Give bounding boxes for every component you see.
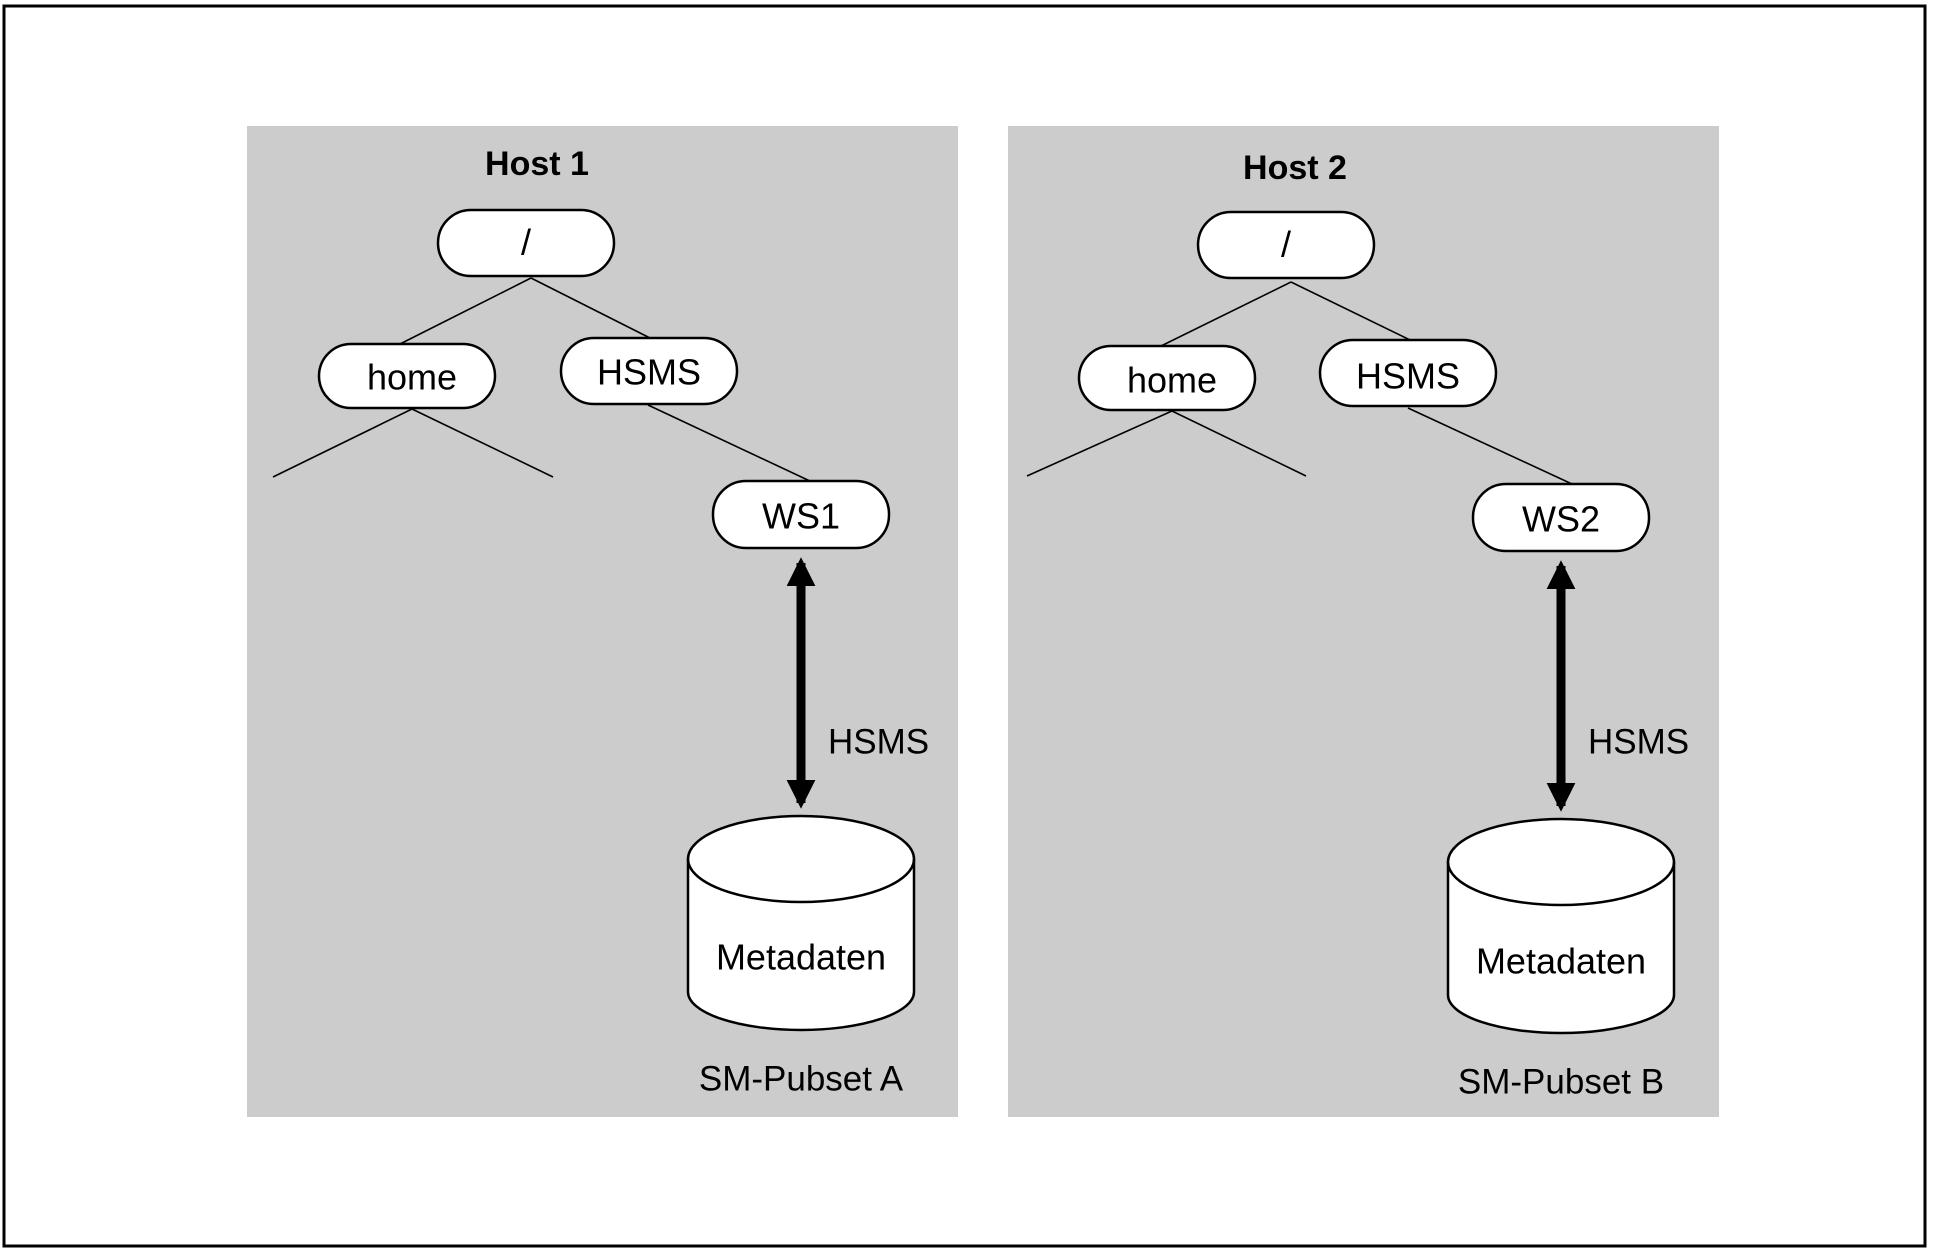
host2-storage-label: Metadaten	[1476, 941, 1646, 982]
host1-ws-label: WS1	[762, 496, 840, 537]
host1-metadata-cylinder: Metadaten	[686, 814, 916, 1032]
host2-root-node: /	[1196, 210, 1376, 280]
host1-edge-hsms-ws	[647, 404, 813, 483]
host1-ws-node: WS1	[711, 479, 891, 550]
host1-hsms-node: HSMS	[559, 336, 739, 406]
host2-edge-home-right	[1171, 410, 1307, 477]
host2-ws-node: WS2	[1471, 482, 1651, 553]
host2-title: Host 2	[1243, 149, 1347, 187]
host2-root-label: /	[1281, 224, 1291, 265]
host1-hsms-label: HSMS	[597, 352, 701, 393]
host1-title: Host 1	[485, 145, 589, 183]
host2-panel: Host 2 / home HSMS WS2 HSMS	[1008, 126, 1719, 1117]
host2-pubset-label: SM-Pubset B	[1458, 1063, 1664, 1102]
host1-root-label: /	[521, 222, 531, 263]
host1-edge-home-left	[272, 408, 413, 478]
host2-link-label: HSMS	[1588, 723, 1689, 762]
host1-home-label: home	[367, 357, 457, 398]
host1-home-node: home	[317, 342, 497, 410]
host2-edge-root-hsms	[1290, 281, 1411, 341]
host1-pubset-label: SM-Pubset A	[699, 1060, 904, 1099]
host1-link-label: HSMS	[828, 723, 929, 762]
host1-edge-root-hsms	[530, 277, 651, 339]
host2-home-label: home	[1127, 360, 1217, 401]
host2-ws-label: WS2	[1522, 499, 1600, 540]
host1-edge-home-right	[411, 408, 554, 478]
host1-storage-label: Metadaten	[716, 937, 886, 978]
host2-edge-root-home	[1160, 281, 1292, 347]
host2-metadata-cylinder: Metadaten	[1446, 817, 1676, 1035]
host2-edge-hsms-ws	[1407, 407, 1573, 485]
host1-edge-root-home	[399, 277, 532, 345]
host2-edge-home-left	[1026, 410, 1173, 477]
host1-panel: Host 1 / home HSMS WS1 HSMS	[247, 126, 958, 1117]
host2-hsms-label: HSMS	[1356, 356, 1460, 397]
host2-home-node: home	[1077, 344, 1257, 412]
host2-hsms-node: HSMS	[1318, 338, 1498, 408]
host1-root-node: /	[436, 208, 616, 278]
